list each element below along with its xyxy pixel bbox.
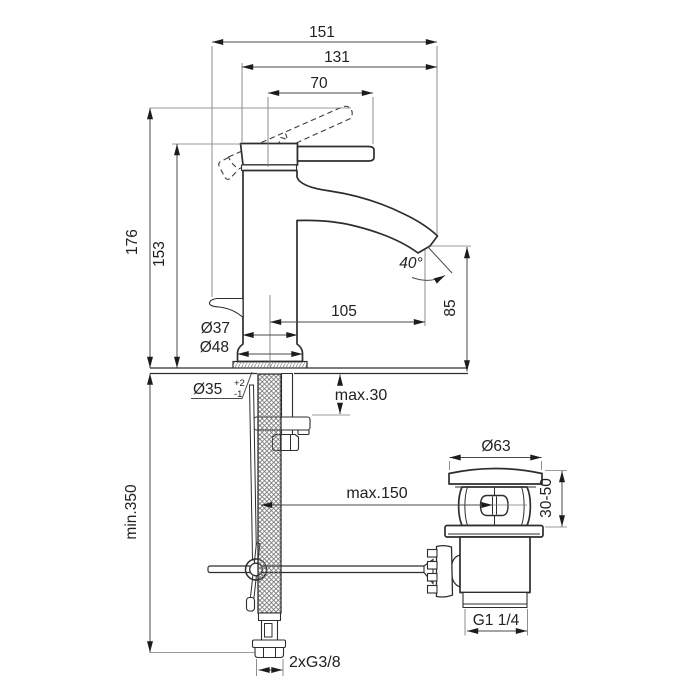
supply-hose — [251, 373, 287, 659]
dim-waste-thread: G1 1/4 — [467, 612, 527, 634]
dim-outlet-height-label: 85 — [442, 299, 459, 316]
dim-total-height-label: 176 — [124, 229, 141, 255]
dim-mounting-hole-label: Ø35 — [193, 381, 222, 398]
dim-outlet-height: 85 — [442, 247, 470, 372]
braided-hose — [257, 373, 282, 614]
dim-base-diameter: Ø48 — [200, 339, 303, 357]
dim-max-rod-reach-label: max.150 — [346, 485, 407, 502]
dim-basin-clamp-range: 30-50 — [538, 471, 565, 527]
dim-mounting-hole-tol-upper: +2 — [234, 378, 245, 389]
dim-body-diameter-label: Ø37 — [201, 320, 230, 337]
dim-lever-length-label: 70 — [310, 75, 328, 92]
dim-spout-reach-label: 105 — [331, 303, 357, 320]
waste-side-outlet-hole — [479, 494, 509, 517]
faucet-outline — [208, 142, 439, 369]
dim-mounting-hole: Ø35 +2 -1 — [191, 371, 253, 400]
dim-body-height: 153 — [151, 144, 180, 368]
dim-waste-flange-diameter: Ø63 — [449, 438, 542, 461]
waste-flange — [448, 467, 543, 485]
dim-waste-flange-diameter-label: Ø63 — [481, 438, 510, 455]
dim-spout-angle: 40° — [399, 246, 453, 284]
extension-lines — [150, 46, 567, 676]
dim-base-diameter-label: Ø48 — [200, 339, 229, 356]
mounting-deck — [150, 367, 468, 375]
pop-up-waste-assembly — [426, 467, 544, 609]
dim-body-height-label: 153 — [151, 241, 168, 267]
dim-max-deck-thickness: max.30 — [335, 374, 388, 414]
hose-connector-window — [264, 623, 273, 638]
dim-max-deck-thickness-label: max.30 — [335, 387, 388, 404]
dim-total-height: 176 — [124, 108, 153, 368]
waste-lower-body — [459, 536, 531, 594]
dashed-handle-base-outline — [218, 157, 239, 180]
dashed-lever-step — [276, 133, 289, 147]
horizontal-linkage-rod — [207, 565, 427, 574]
dim-spout-angle-label: 40° — [399, 255, 422, 272]
body-and-spout — [236, 169, 439, 363]
dashed-lever-outline — [227, 105, 353, 170]
dim-lever-length: 70 — [268, 75, 373, 96]
dim-spout-reach: 105 — [270, 303, 425, 325]
dim-min-clearance: min.350 — [123, 373, 153, 653]
dim-width-to-spout-label: 131 — [324, 49, 350, 66]
dim-supply-thread: 2xG3/8 — [258, 654, 341, 673]
mounting-washer-tab — [297, 429, 310, 436]
waste-lower-flange — [444, 524, 544, 538]
threaded-stud — [280, 372, 294, 418]
waste-tailpiece — [462, 591, 528, 609]
hose-connector-nut — [254, 646, 285, 659]
dim-min-clearance-label: min.350 — [123, 484, 140, 540]
pop-up-pull-rod — [248, 384, 258, 561]
dim-total-width: 151 — [212, 24, 437, 45]
body-hook-detail — [208, 297, 244, 319]
hose-connector-ring — [251, 639, 287, 649]
dim-basin-clamp-range-label: 30-50 — [538, 478, 555, 518]
dim-body-diameter: Ø37 — [201, 320, 298, 338]
dim-total-width-label: 151 — [309, 24, 335, 41]
handle-raised-dashed-outline — [218, 105, 353, 180]
knurled-rod-nut — [435, 544, 454, 598]
lever-end-cap — [245, 596, 256, 612]
dim-waste-thread-label: G1 1/4 — [473, 612, 520, 629]
dim-supply-thread-label: 2xG3/8 — [289, 654, 341, 671]
dim-max-rod-reach: max.150 — [261, 485, 493, 508]
dim-mounting-hole-tol-lower: -1 — [234, 389, 242, 400]
dim-width-to-spout: 131 — [242, 49, 437, 70]
hose-collar — [257, 612, 282, 622]
handle-lever — [296, 145, 375, 162]
knurled-nut-teeth — [426, 548, 438, 594]
dimension-annotations: 151 131 70 176 153 min.350 — [123, 24, 567, 676]
handle-cap — [239, 142, 299, 166]
